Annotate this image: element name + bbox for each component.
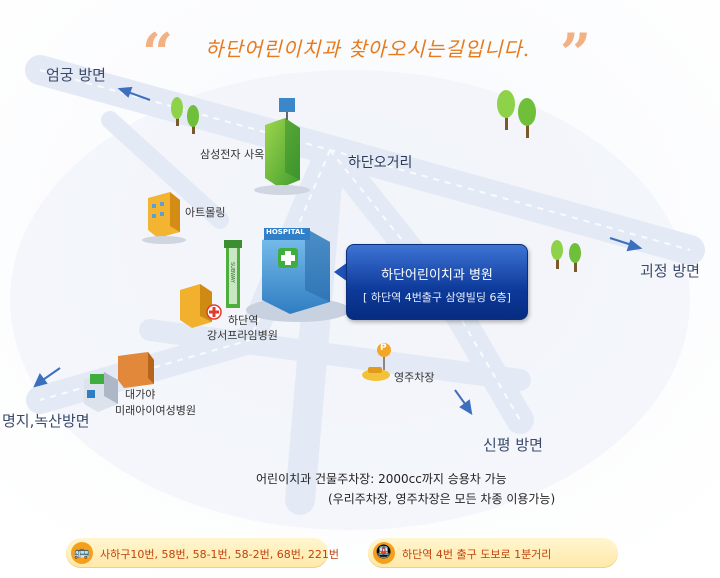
clinic-callout: 하단어린이치과 병원 [ 하단역 4번출구 삼영빌딩 6층] [346,244,528,320]
direction-myeongji: 명지,녹산방면 [2,412,90,430]
subway-sign-text: SUBWAY [229,262,235,283]
arrow-sinpyeong-head [459,399,473,415]
gangseo-building-icon [180,284,222,328]
parking-note-2: (우리주차장, 영주차장은 모든 차종 이용가능) [328,492,556,506]
bus-icon: 🚌 [71,542,93,564]
tree-icon [187,105,199,134]
label-samsung: 삼성전자 사옥 [200,148,265,161]
arrow-myeongji-head [33,373,48,388]
tree-icon [551,240,563,269]
subway-info: 🚇 하단역 4번 출구 도보로 1분거리 [368,538,618,568]
hospital-sign-text: HOSPITAL [266,228,305,236]
samsung-building-icon [254,98,310,195]
clinic-address: [ 하단역 4번출구 삼영빌딩 6층] [363,291,511,304]
bus-info: 🚌 사하구10번, 58번, 58-1번, 58-2번, 68번, 221번 [66,538,339,568]
label-gangseo-hospital: 강서프라임병원 [207,329,278,342]
tree-icon [171,97,183,126]
parking-note-1: 어린이치과 건물주차장: 2000cc까지 승용차 가능 [256,472,507,486]
label-daegaya: 대가야 [125,388,156,401]
daegaya-building-icon [118,352,154,388]
junction-label: 하단오거리 [348,155,413,171]
open-quote-icon: “ [142,21,174,85]
tree-icons [171,90,581,272]
mirae-building-icon [84,372,118,412]
label-hadan-station: 하단역 [228,314,259,327]
label-mirae-hospital: 미래아이여성병원 [115,404,196,417]
subway-tower-icon [224,240,242,308]
label-youngju-parking: 영주차장 [394,371,435,384]
label-artmall: 아트몰링 [185,206,226,219]
tree-icon [569,243,581,272]
close-quote-icon: ” [560,21,592,85]
direction-sinpyeong: 신평 방면 [483,436,543,454]
callout-pointer [334,262,348,282]
subway-icon: 🚇 [373,542,395,564]
direction-eomgung: 엄궁 방면 [46,66,106,84]
arrow-goejeong-head [626,239,643,252]
tree-icon [518,98,536,138]
clinic-name: 하단어린이치과 병원 [381,268,493,283]
tree-icon [497,90,515,130]
arrow-eomgung-head [117,86,133,98]
parking-sign-text: P [380,343,387,353]
direction-arrows [33,86,643,415]
hospital-building-icon [246,228,350,322]
direction-goejeong: 괴정 방면 [640,262,700,280]
bus-routes: 사하구10번, 58번, 58-1번, 58-2번, 68번, 221번 [100,548,339,561]
parking-icon [362,343,391,381]
page-title: 하단어린이치과 찾아오시는길입니다. [205,37,531,61]
subway-route: 하단역 4번 출구 도보로 1분거리 [402,548,552,561]
artmall-building-icon [142,192,186,244]
